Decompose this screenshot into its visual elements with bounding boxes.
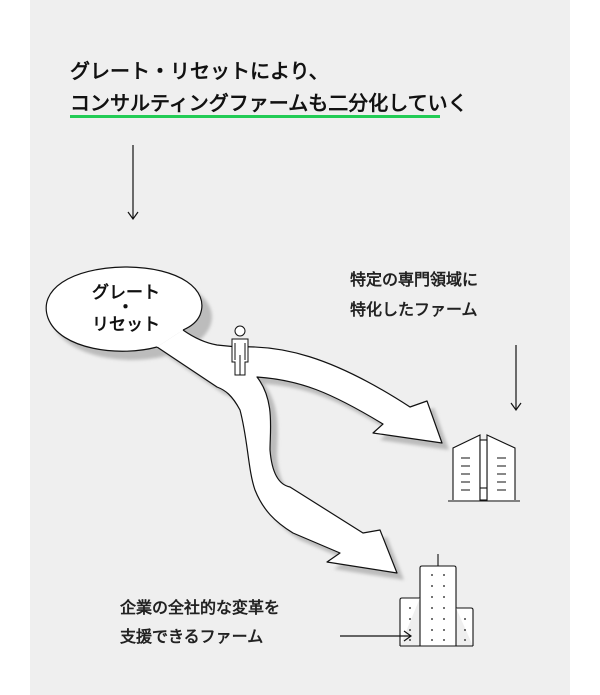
bubble-line-2: リセット (92, 315, 160, 335)
down-arrow-specialized (510, 345, 522, 412)
transformation-firm-line-2: 支援できるファーム (119, 627, 263, 646)
title-line-1: グレート・リセットにより、 (70, 59, 329, 83)
great-reset-bubble: グレート ・ リセット (45, 266, 203, 352)
title-highlight: コンサルティングファームも二分化 (70, 91, 388, 115)
green-underline (70, 115, 440, 118)
title-rest: していく (388, 91, 467, 115)
bubble-line-1: グレート (92, 282, 160, 303)
title-line-2: コンサルティングファームも二分化していく (70, 91, 468, 115)
specialized-firm-line-1: 特定の専門領域に (350, 270, 478, 289)
person-icon (231, 325, 249, 376)
branching-road-arrow (156, 329, 443, 574)
specialized-building-icon (448, 434, 520, 502)
bubble-dot: ・ (117, 298, 134, 318)
transformation-firm-line-1: 企業の全社的な変革を (119, 598, 280, 617)
large-firm-building-icon (399, 554, 474, 647)
specialized-firm-line-2: 特化したファーム (350, 300, 478, 319)
down-arrow-title (127, 145, 139, 221)
right-arrow-transformation (340, 630, 413, 642)
